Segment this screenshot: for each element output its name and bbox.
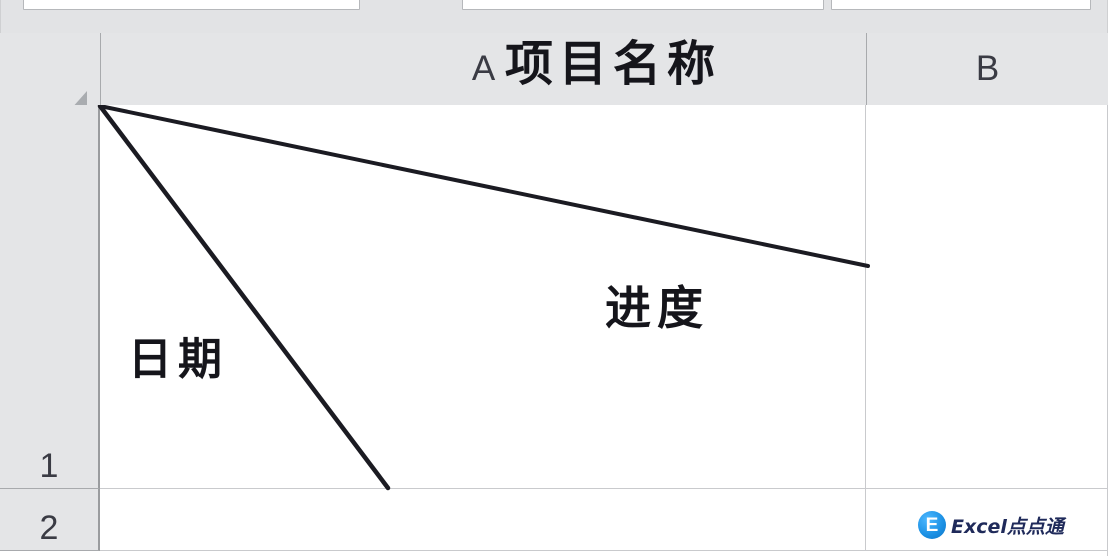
row-header-2-label: 2 (39, 509, 59, 547)
cell-a2[interactable] (100, 489, 866, 551)
column-header-a[interactable]: A (100, 33, 866, 105)
toolbar-strip (0, 0, 1108, 33)
excel-logo-icon: E (918, 511, 946, 539)
column-header-b-label: B (975, 49, 1000, 88)
select-all-button[interactable] (0, 33, 100, 127)
cell-b1[interactable] (866, 105, 1108, 489)
split-label-project-name: 项目名称 (505, 36, 722, 92)
column-header-b[interactable]: B (866, 33, 1108, 105)
formula-bar-strip[interactable] (462, 0, 824, 10)
row-header-1[interactable]: 1 (0, 105, 100, 489)
name-box-strip[interactable] (23, 0, 360, 10)
watermark-label: Excel点点通 (951, 515, 1064, 538)
watermark: E Excel点点通 (918, 509, 1064, 541)
cell-b2[interactable] (866, 489, 1108, 551)
column-header-a-label: A (471, 49, 496, 88)
column-header-row: A B (0, 33, 1108, 127)
row-header-2[interactable]: 2 (0, 489, 100, 551)
split-label-progress: 进度 (605, 281, 709, 335)
row-header-1-label: 1 (39, 447, 59, 485)
split-label-date: 日期 (128, 334, 228, 385)
cell-a1[interactable] (100, 105, 866, 489)
right-input-strip[interactable] (831, 0, 1091, 10)
